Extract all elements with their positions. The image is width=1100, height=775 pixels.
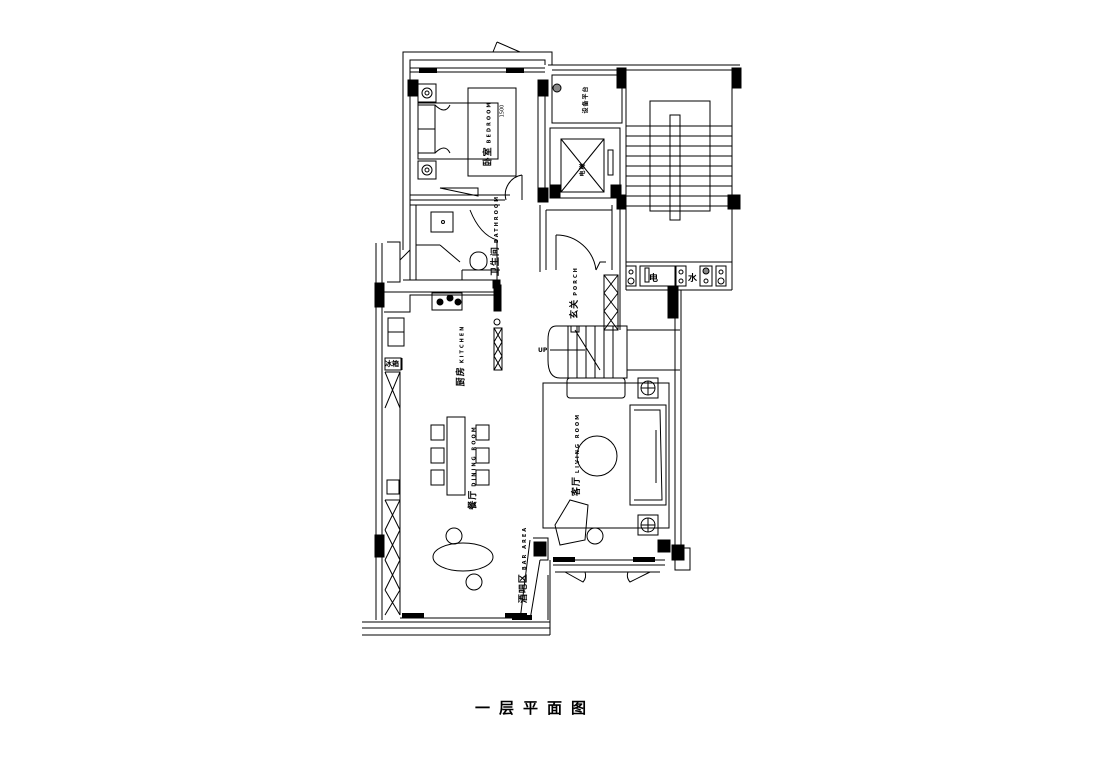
stair-up-label: UP <box>538 347 547 354</box>
west-wall <box>362 243 551 636</box>
room-label-kitchen: 厨房 KITCHEN <box>448 325 467 387</box>
equipment-zh: 设备平台 <box>582 85 590 114</box>
elevator-zh: 电梯 <box>579 162 587 177</box>
south-window <box>400 613 530 619</box>
room-label-living: 客厅 LIVING ROOM <box>564 413 583 496</box>
room-label-bathroom: 卫生间 BATHROOM <box>483 195 502 276</box>
bathroom <box>387 204 501 289</box>
bathroom-zh: 卫生间 <box>491 246 502 277</box>
living-room <box>542 290 691 571</box>
bed-size-label: 1500 <box>499 105 505 118</box>
bar-en: BAR AREA <box>522 525 529 571</box>
room-label-dining: 餐厅 DINING ROOM <box>461 425 480 509</box>
stairwell <box>616 69 741 291</box>
kitchen-zh: 厨房 <box>456 366 467 387</box>
up-text: UP <box>538 347 548 354</box>
bar-area <box>432 527 549 621</box>
bedroom-zh: 卧室 <box>483 146 494 167</box>
drawing-title: 一层平面图 <box>475 699 596 717</box>
stair-up <box>547 325 680 379</box>
bedroom-furniture <box>417 83 523 201</box>
bedroom-en: BEDROOM <box>486 100 493 144</box>
bedroom-walls <box>402 41 553 250</box>
bar-zh: 酒吧区 <box>519 573 530 604</box>
room-label-elevator: 电梯 <box>570 162 589 176</box>
room-label-bedroom: 卧室 BEDROOM <box>475 101 494 167</box>
water-label: 水 <box>688 271 697 284</box>
bed-size: 1500 <box>499 104 506 118</box>
bathroom-en: BATHROOM <box>494 194 501 244</box>
kitchen-counters <box>384 284 503 616</box>
room-label-bar: 酒吧区 BAR AREA <box>511 526 530 603</box>
elevator-core <box>548 64 742 199</box>
electric-label: 电 <box>649 271 658 284</box>
dining-en: DINING ROOM <box>471 425 478 487</box>
porch <box>539 205 621 331</box>
room-label-equipment: 设备平台 <box>573 85 592 113</box>
porch-zh: 玄关 <box>569 298 580 319</box>
living-en: LIVING ROOM <box>575 412 582 474</box>
porch-en: PORCH <box>572 266 579 296</box>
utility-row <box>625 265 727 319</box>
room-label-porch: 玄关 PORCH <box>562 266 581 319</box>
electric-zh: 电 <box>649 274 659 284</box>
fridge-zh: 冰箱 <box>385 360 399 368</box>
living-zh: 客厅 <box>572 476 583 497</box>
kitchen-en: KITCHEN <box>459 324 466 364</box>
dining-set <box>430 416 490 496</box>
dining-zh: 餐厅 <box>468 489 479 510</box>
water-zh: 水 <box>688 274 698 284</box>
fridge-label: 冰箱 <box>385 359 399 369</box>
bay-window <box>547 557 665 620</box>
